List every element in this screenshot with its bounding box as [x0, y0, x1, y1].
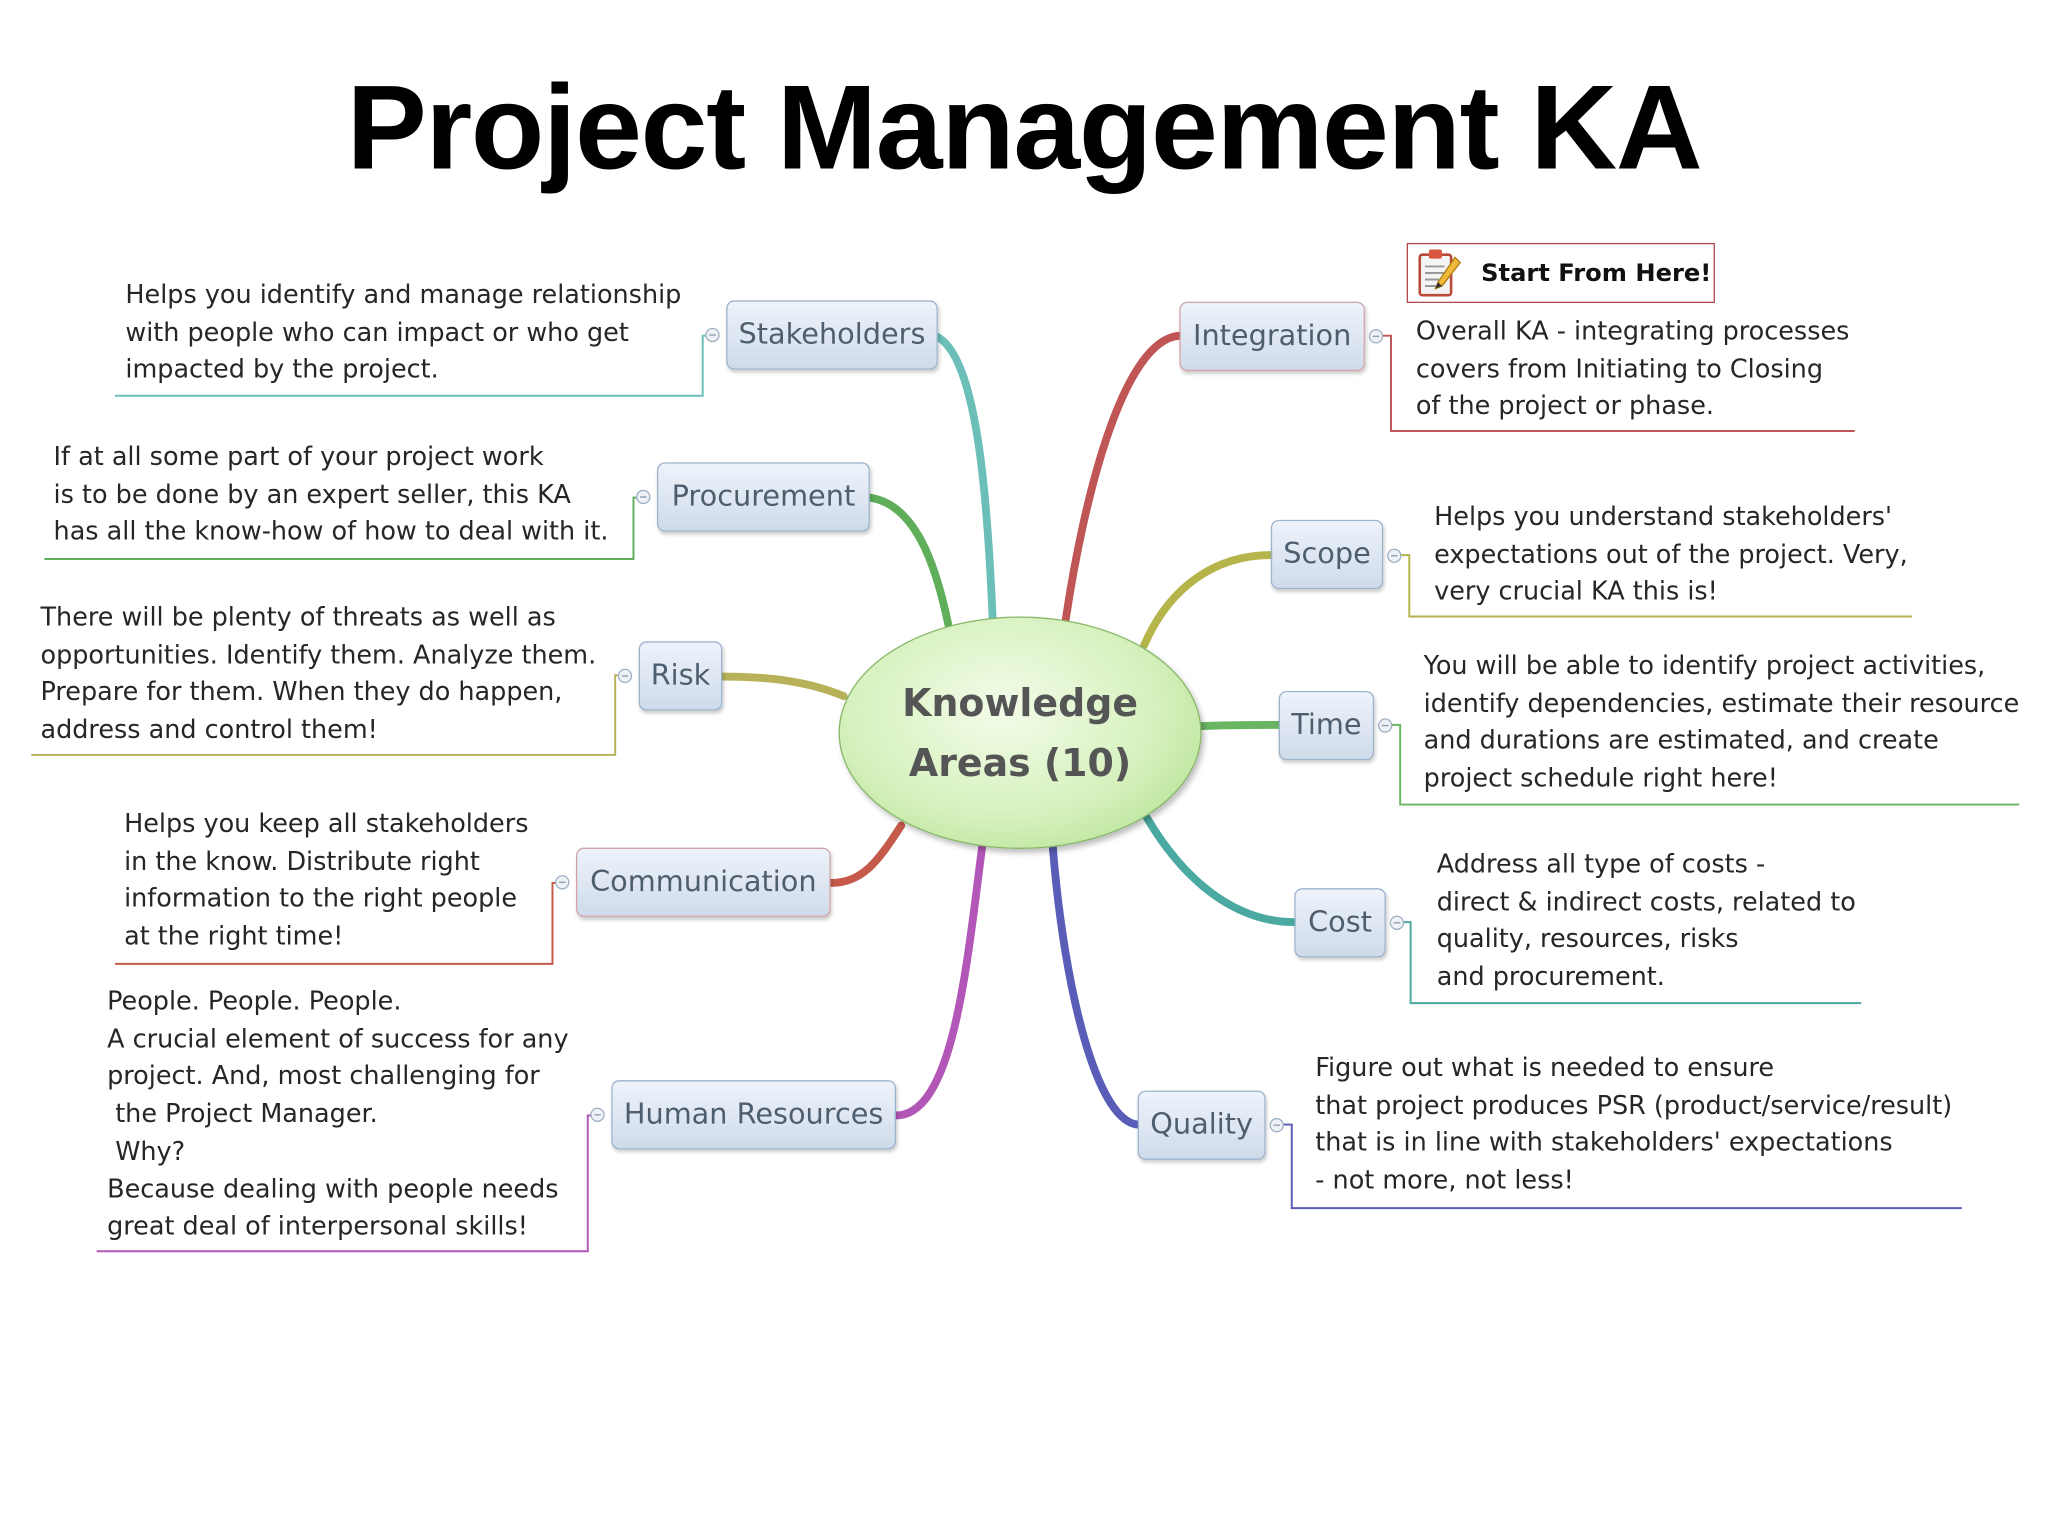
topic-human-resources[interactable]: Human Resources — [611, 1080, 896, 1150]
scope-note-line — [1396, 554, 1913, 618]
topic-procurement[interactable]: Procurement — [656, 462, 870, 532]
start-here-label: Start From Here! — [1481, 259, 1712, 287]
note-time: You will be able to identify project act… — [1423, 650, 2020, 793]
integration-note-line — [1377, 334, 1855, 432]
branch-risk — [718, 672, 848, 701]
page-title: Project Management KA — [346, 61, 1703, 195]
branch-stakeholders — [933, 333, 997, 624]
note-human-resources: People. People. People. A crucial elemen… — [107, 986, 569, 1242]
topic-time-label: Time — [1291, 709, 1362, 742]
note-cost: Address all type of costs - direct & ind… — [1436, 848, 1856, 992]
branch-cost — [1142, 813, 1299, 927]
central-node-label: Knowledge Areas (10) — [902, 680, 1139, 785]
notepad-pencil-icon — [1418, 249, 1462, 297]
topic-stakeholders-label: Stakeholders — [738, 318, 926, 352]
topic-cost[interactable]: Cost — [1294, 888, 1386, 958]
topic-scope[interactable]: Scope — [1270, 519, 1384, 590]
quality-note-line — [1278, 1123, 1962, 1210]
branch-communication — [826, 821, 906, 887]
topic-quality-label: Quality — [1150, 1108, 1253, 1142]
note-risk: There will be plenty of threats as well … — [40, 602, 597, 745]
branch-time — [1195, 720, 1283, 731]
collapse-human-resources-icon[interactable] — [590, 1107, 605, 1122]
topic-quality[interactable]: Quality — [1137, 1090, 1266, 1160]
note-communication: Helps you keep all stakeholders in the k… — [124, 808, 529, 951]
topic-human-resources-label: Human Resources — [623, 1098, 884, 1132]
branch-procurement — [865, 493, 953, 629]
collapse-risk-icon[interactable] — [617, 668, 633, 684]
central-node[interactable]: Knowledge Areas (10) — [838, 616, 1202, 849]
note-integration: Overall KA - integrating processes cover… — [1415, 316, 1850, 422]
topic-risk[interactable]: Risk — [638, 641, 723, 711]
branch-quality — [1048, 842, 1142, 1129]
collapse-procurement-icon[interactable] — [636, 489, 651, 505]
topic-risk-label: Risk — [650, 659, 711, 693]
start-here-callout[interactable]: Start From Here! — [1406, 242, 1715, 304]
note-procurement: If at all some part of your project work… — [53, 441, 609, 547]
collapse-quality-icon[interactable] — [1269, 1118, 1284, 1133]
topic-stakeholders[interactable]: Stakeholders — [726, 300, 938, 370]
note-stakeholders: Helps you identify and manage relationsh… — [125, 279, 682, 385]
topic-integration-label: Integration — [1192, 319, 1352, 353]
topic-cost-label: Cost — [1308, 906, 1373, 940]
collapse-integration-icon[interactable] — [1368, 329, 1384, 344]
collapse-stakeholders-icon[interactable] — [705, 327, 720, 343]
topic-communication-label: Communication — [590, 865, 817, 899]
topic-procurement-label: Procurement — [671, 480, 856, 514]
collapse-scope-icon[interactable] — [1387, 548, 1402, 563]
branch-human-resources — [892, 842, 987, 1120]
note-scope: Helps you understand stakeholders' expec… — [1434, 501, 1908, 607]
collapse-communication-icon[interactable] — [555, 875, 570, 890]
topic-integration[interactable]: Integration — [1179, 301, 1365, 371]
branch-integration — [1061, 331, 1184, 624]
topic-scope-label: Scope — [1283, 538, 1371, 571]
topic-time[interactable]: Time — [1278, 690, 1375, 761]
collapse-time-icon[interactable] — [1377, 718, 1393, 733]
branch-scope — [1140, 551, 1275, 650]
note-quality: Figure out what is needed to ensure that… — [1315, 1052, 1953, 1196]
topic-communication[interactable]: Communication — [575, 847, 831, 917]
time-note-line — [1387, 723, 2020, 806]
collapse-cost-icon[interactable] — [1389, 915, 1405, 930]
